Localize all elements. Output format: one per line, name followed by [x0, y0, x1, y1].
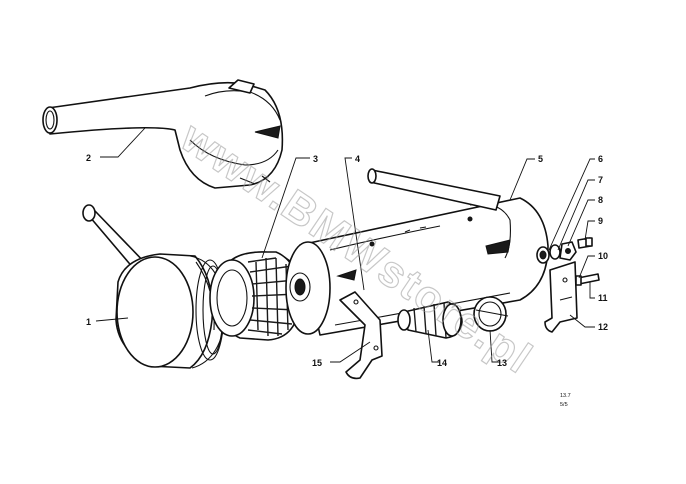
callout-6: 6: [598, 154, 603, 164]
part-1-end-cover: [82, 204, 227, 369]
leader-lines: [95, 127, 595, 363]
callout-15: 15: [312, 358, 322, 368]
part-3-filter-element: [209, 251, 307, 341]
drawing-ref-line-2: 5/5: [560, 402, 568, 408]
callout-9: 9: [598, 216, 603, 226]
part-9-bolt: [577, 237, 593, 249]
part-2-intake-snorkel: [42, 79, 284, 189]
part-10-11-screw: [575, 273, 600, 286]
callout-4: 4: [355, 154, 360, 164]
part-15-front-bracket: [339, 291, 383, 380]
callout-11: 11: [598, 293, 608, 303]
drawing-ref-line-1: 13.7: [560, 393, 571, 399]
callout-1: 1: [86, 317, 91, 327]
part-8-nut: [559, 241, 577, 261]
callout-2: 2: [86, 153, 91, 163]
callout-12: 12: [598, 322, 608, 332]
part-12-mounting-bracket: [544, 261, 578, 333]
part-14-bellows-hose: [397, 301, 463, 339]
callout-13: 13: [497, 358, 507, 368]
part-6-rubber-grommet: [536, 246, 550, 264]
callout-5: 5: [538, 154, 543, 164]
callout-10: 10: [598, 251, 608, 261]
callout-7: 7: [598, 175, 603, 185]
part-5-rear-inlet-pipe: [367, 168, 501, 211]
part-7-washer: [549, 244, 561, 260]
part-13-sealing-ring: [473, 296, 509, 332]
callout-8: 8: [598, 195, 603, 205]
callout-14: 14: [437, 358, 447, 368]
callout-3: 3: [313, 154, 318, 164]
